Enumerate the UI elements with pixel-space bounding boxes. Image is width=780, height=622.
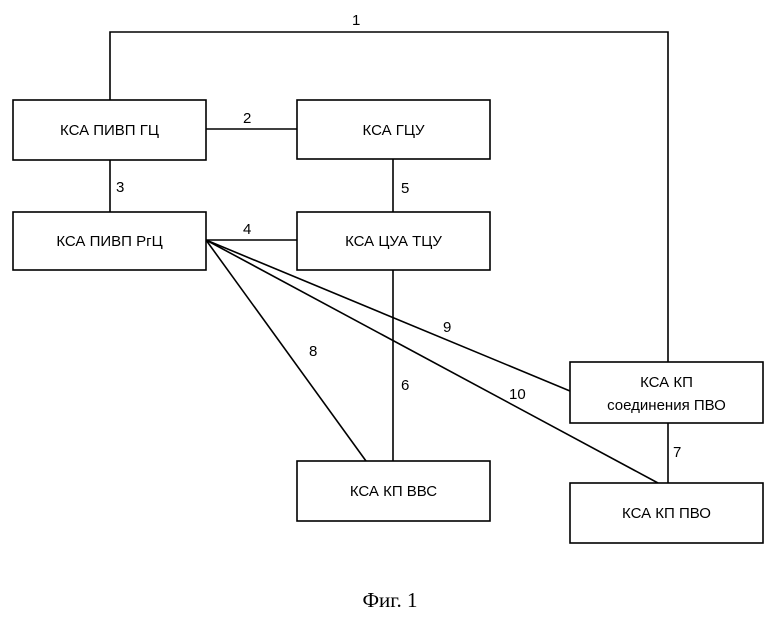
edge-5-label: 5	[401, 180, 409, 197]
edge-9-label: 9	[443, 319, 451, 336]
node-pivp-gc: КСА ПИВП ГЦ	[13, 100, 206, 160]
node-pivp-gc-label: КСА ПИВП ГЦ	[60, 122, 159, 139]
node-kp-pvo: КСА КП ПВО	[570, 483, 763, 543]
node-kp-pvo-label: КСА КП ПВО	[622, 505, 711, 522]
edge-4-label: 4	[243, 221, 251, 238]
edge-1-line	[110, 32, 668, 362]
node-cua-tcu-label: КСА ЦУА ТЦУ	[345, 233, 442, 250]
node-pivp-rgc: КСА ПИВП РгЦ	[13, 212, 206, 270]
edge-3-label: 3	[116, 179, 124, 196]
figure-caption: Фиг. 1	[0, 588, 780, 613]
node-kp-vvs: КСА КП ВВС	[297, 461, 490, 521]
node-cua-tcu: КСА ЦУА ТЦУ	[297, 212, 490, 270]
edge-1-label: 1	[352, 12, 360, 29]
edge-8-label: 8	[309, 343, 317, 360]
node-pivp-rgc-label: КСА ПИВП РгЦ	[56, 233, 162, 250]
node-kp-soed-pvo-label-line1: КСА КП	[640, 374, 693, 391]
block-diagram: 1 2 3 4 5 6 7 8 9 10 КСА ПИВП ГЦ КСА ГЦУ…	[0, 0, 780, 580]
edge-2-label: 2	[243, 110, 251, 127]
node-gcu-label: КСА ГЦУ	[363, 122, 425, 139]
node-kp-soed-pvo-label-line2: соединения ПВО	[607, 397, 726, 414]
edge-7-label: 7	[673, 444, 681, 461]
node-kp-vvs-label: КСА КП ВВС	[350, 483, 437, 500]
edge-6-label: 6	[401, 377, 409, 394]
node-kp-soed-pvo: КСА КП соединения ПВО	[570, 362, 763, 423]
node-gcu: КСА ГЦУ	[297, 100, 490, 159]
edge-10-label: 10	[509, 386, 526, 403]
